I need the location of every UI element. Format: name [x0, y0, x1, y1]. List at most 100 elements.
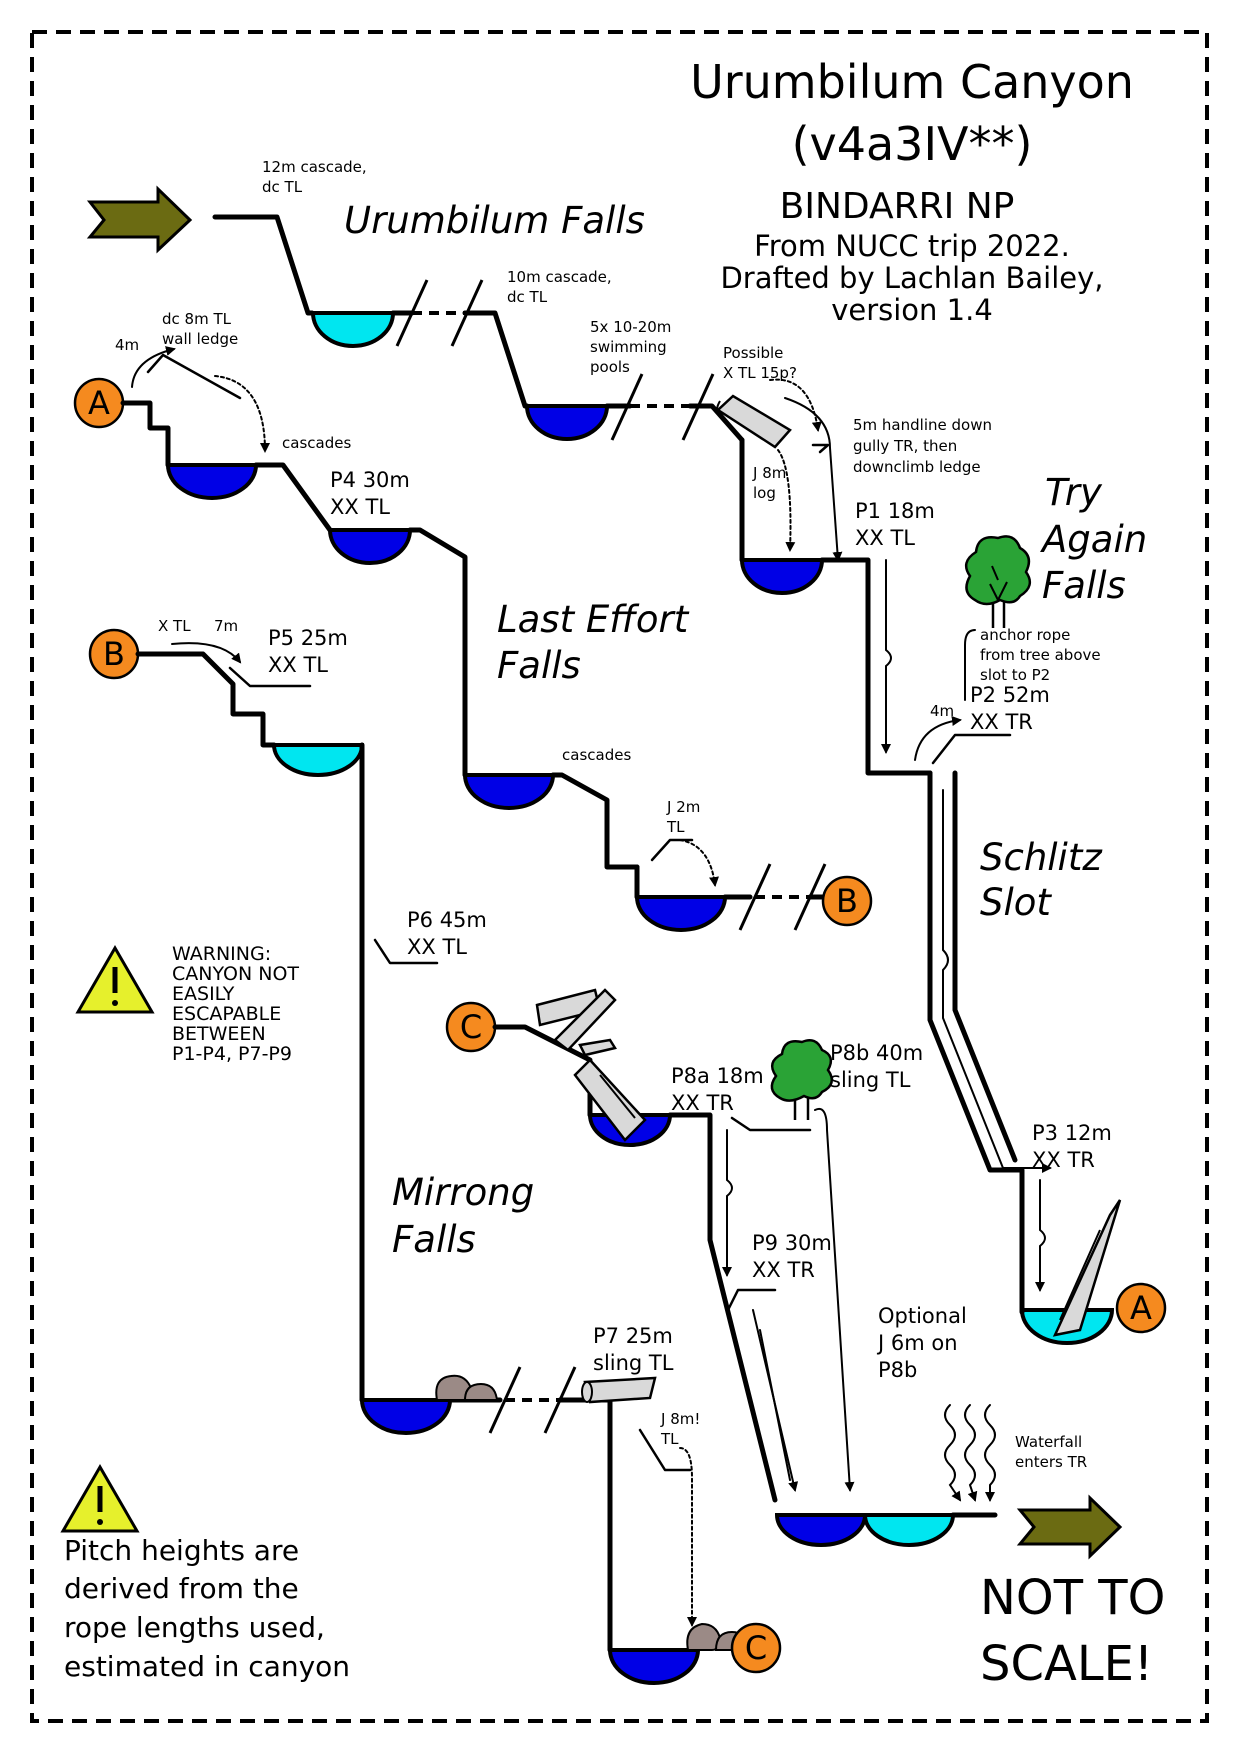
schlitz-label-2: Slot: [980, 881, 1052, 924]
handline-label-1: 5m handline down: [853, 416, 992, 434]
pitch-heights-line-2: derived from the: [64, 1572, 299, 1605]
p1-anchor: XX TL: [855, 526, 915, 550]
warning-icon-2: [60, 1464, 140, 1533]
marker-b-start: B: [88, 628, 140, 680]
deep-pool-p7: [607, 1648, 701, 1685]
log-icon-p7: [581, 1376, 657, 1404]
last-effort-label-1: Last Effort: [497, 598, 690, 641]
trip-info: From NUCC trip 2022.: [754, 229, 1070, 263]
warning-icon: [75, 945, 155, 1014]
shallow-pool-final: [862, 1513, 956, 1547]
cascade10-label-1: 10m cascade,: [507, 268, 612, 286]
p8a-anchor: XX TR: [671, 1091, 734, 1115]
four-m-label: 4m: [115, 336, 139, 354]
not-to-scale-line-1: NOT TO: [980, 1570, 1165, 1626]
deep-pool-a1: [165, 463, 259, 500]
log-icon-p3: [1052, 1199, 1122, 1337]
p6-name: P6 45m: [407, 908, 487, 932]
pitch-heights-line-1: Pitch heights are: [64, 1534, 299, 1567]
cascade10-label-2: dc TL: [507, 288, 548, 306]
park-name: BINDARRI NP: [780, 186, 1015, 227]
four-m-label-b: 4m: [930, 702, 954, 720]
log-jam-icon: [535, 988, 647, 1142]
warning-line-1: WARNING:: [172, 943, 271, 965]
j2-label-2: TL: [666, 818, 685, 836]
anchor-label-2: from tree above: [980, 646, 1101, 664]
try-again-label-1: Try: [1045, 471, 1103, 514]
handline-label-3: downclimb ledge: [853, 458, 981, 476]
warning-line-3: EASILY: [172, 983, 235, 1005]
shallow-pool-1: [310, 311, 396, 348]
j8-label-2: TL: [660, 1430, 679, 1448]
title-line-1: Urumbilum Canyon: [690, 55, 1134, 109]
p9-anchor: XX TR: [752, 1258, 815, 1282]
marker-c-start: C: [445, 1001, 497, 1053]
p7-anchor: sling TL: [593, 1351, 674, 1375]
p3-anchor: XX TR: [1032, 1148, 1095, 1172]
exit-arrow-icon: [1016, 1494, 1123, 1560]
handline-label-2: gully TR, then: [853, 437, 957, 455]
p5-anchor: XX TL: [268, 653, 328, 677]
title-block: Urumbilum Canyon (v4a3IV**) BINDARRI NP …: [690, 55, 1134, 327]
marker-a-end: A: [1115, 1282, 1167, 1334]
cascade12-label-2: dc TL: [262, 178, 303, 196]
tree-icon: [964, 535, 1032, 628]
log-icon: [715, 394, 792, 449]
warning-line-5: BETWEEN: [172, 1023, 266, 1045]
title-line-2: (v4a3IV**): [792, 117, 1033, 171]
marker-b-end: B: [821, 875, 873, 927]
deep-pool-p6: [359, 1398, 453, 1435]
anchor-label-3: slot to P2: [980, 666, 1050, 684]
jump8-label-1: J 8m: [752, 464, 786, 482]
urumbilum-falls-section: [212, 214, 933, 776]
pitch-heights-line-3: rope lengths used,: [64, 1611, 325, 1644]
pitch-heights-line-4: estimated in canyon: [64, 1650, 350, 1683]
p3-name: P3 12m: [1032, 1121, 1112, 1145]
anchor-label-1: anchor rope: [980, 626, 1070, 644]
pools-label-1: 5x 10-20m: [590, 318, 671, 336]
tree-icon-p8b: [770, 1039, 834, 1120]
j2-label-1: J 2m: [666, 798, 700, 816]
deep-pool-a3: [462, 773, 556, 810]
cascade12-label-1: 12m cascade,: [262, 158, 367, 176]
marker-c-start-letter: C: [460, 1008, 482, 1046]
marker-b-end-letter: B: [836, 882, 858, 920]
marker-c-end: C: [730, 1622, 782, 1674]
page-border: [30, 30, 1209, 1723]
marker-a-start: A: [73, 377, 125, 429]
rocks-icon: [435, 1374, 499, 1401]
dc8-label-1: dc 8m TL: [162, 310, 232, 328]
jump8-label-2: log: [753, 484, 776, 502]
p4-anchor: XX TL: [330, 495, 390, 519]
p1-name: P1 18m: [855, 499, 935, 523]
shallow-pool-b1: [271, 743, 365, 777]
warning-line-2: CANYON NOT: [172, 963, 299, 985]
deep-pool-p1: [739, 558, 825, 595]
seven-m-label: 7m: [214, 617, 238, 635]
waterfall-label-1: Waterfall: [1015, 1433, 1082, 1451]
warning-line-6: P1-P4, P7-P9: [172, 1043, 292, 1065]
dc8-label-2: wall ledge: [162, 330, 238, 348]
marker-c-end-letter: C: [745, 1629, 767, 1667]
p8b-anchor: sling TL: [830, 1068, 911, 1092]
cascades-label-b: cascades: [562, 746, 631, 764]
mirrong-label-1: Mirrong: [392, 1171, 534, 1214]
p8b-name: P8b 40m: [830, 1041, 923, 1065]
p2-anchor: XX TR: [970, 710, 1033, 734]
xtl-label: X TL: [158, 617, 191, 635]
schlitz-label-1: Schlitz: [980, 836, 1103, 879]
marker-a-end-letter: A: [1130, 1289, 1152, 1327]
possible-label-1: Possible: [723, 344, 783, 362]
p4-name: P4 30m: [330, 468, 410, 492]
warning-line-4: ESCAPABLE: [172, 1003, 281, 1025]
last-effort-label-2: Falls: [497, 644, 581, 687]
j8-label-1: J 8m!: [660, 1410, 700, 1428]
deep-pool-p4: [327, 528, 413, 565]
cascades-label-a: cascades: [282, 434, 351, 452]
p6-anchor: XX TL: [407, 935, 467, 959]
pools-label-2: swimming: [590, 338, 667, 356]
waterfall-label-2: enters TR: [1015, 1453, 1087, 1471]
deep-pool-a4: [634, 895, 728, 932]
optional-label-3: P8b: [878, 1358, 917, 1382]
